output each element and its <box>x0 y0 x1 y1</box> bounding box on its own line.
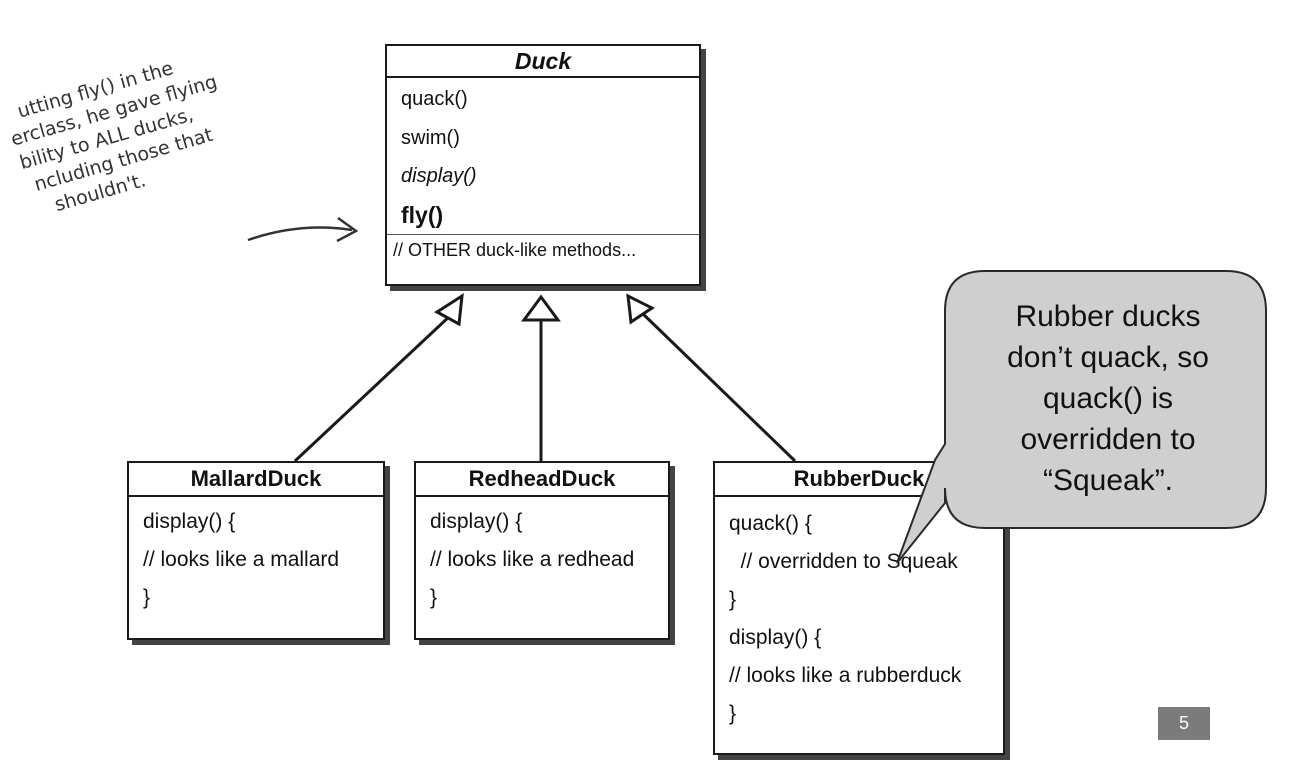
code-line: } <box>729 588 737 611</box>
code-line: // overridden to Squeak <box>729 550 958 573</box>
code-line: } <box>430 586 438 609</box>
code-line: display() { <box>729 626 822 649</box>
mallardduck-class-box: MallardDuck display() { // looks like a … <box>127 461 385 640</box>
duck-class-box: Duck quack() swim() display() fly() // O… <box>385 44 701 286</box>
callout-line: don’t quack, so <box>1007 341 1209 374</box>
note-arrow <box>247 226 353 242</box>
method-display: display() <box>401 165 477 187</box>
inheritance-arrowhead-rubber <box>626 293 655 325</box>
redheadduck-class-box: RedheadDuck display() { // looks like a … <box>414 461 670 640</box>
class-name: MallardDuck <box>129 463 383 497</box>
code-line: } <box>143 586 151 609</box>
inheritance-line-rubber <box>639 310 797 463</box>
inheritance-arrowhead-mallard <box>434 293 464 327</box>
handwritten-note: utting fly() in the erclass, he gave fly… <box>0 38 266 230</box>
callout-line: quack() is <box>1042 382 1174 415</box>
code-line: display() { <box>143 510 236 533</box>
class-name: RedheadDuck <box>416 463 668 497</box>
method-quack: quack() <box>401 88 468 110</box>
inheritance-arrowhead-redhead <box>521 294 561 322</box>
code-line: // looks like a redhead <box>430 548 635 571</box>
rubberduck-class-box: RubberDuck quack() { // overridden to Sq… <box>713 461 1005 755</box>
code-line: // looks like a rubberduck <box>729 664 962 687</box>
method-other: // OTHER duck-like methods... <box>387 234 699 265</box>
code-line: } <box>729 702 737 725</box>
code-line: quack() { <box>729 512 812 535</box>
code-line: display() { <box>430 510 523 533</box>
callout-line: “Squeak”. <box>1042 464 1174 497</box>
callout-line: Rubber ducks <box>1015 300 1201 333</box>
note-arrow-head <box>336 216 359 243</box>
page-number: 5 <box>1158 707 1210 740</box>
callout-text: Rubber ducks don’t quack, so quack() is … <box>958 296 1258 501</box>
callout-line: overridden to <box>1020 423 1196 456</box>
method-fly: fly() <box>401 201 444 228</box>
inheritance-line-mallard <box>293 312 454 463</box>
class-name: Duck <box>387 46 699 78</box>
code-line: // looks like a mallard <box>143 548 340 571</box>
method-swim: swim() <box>401 126 460 149</box>
